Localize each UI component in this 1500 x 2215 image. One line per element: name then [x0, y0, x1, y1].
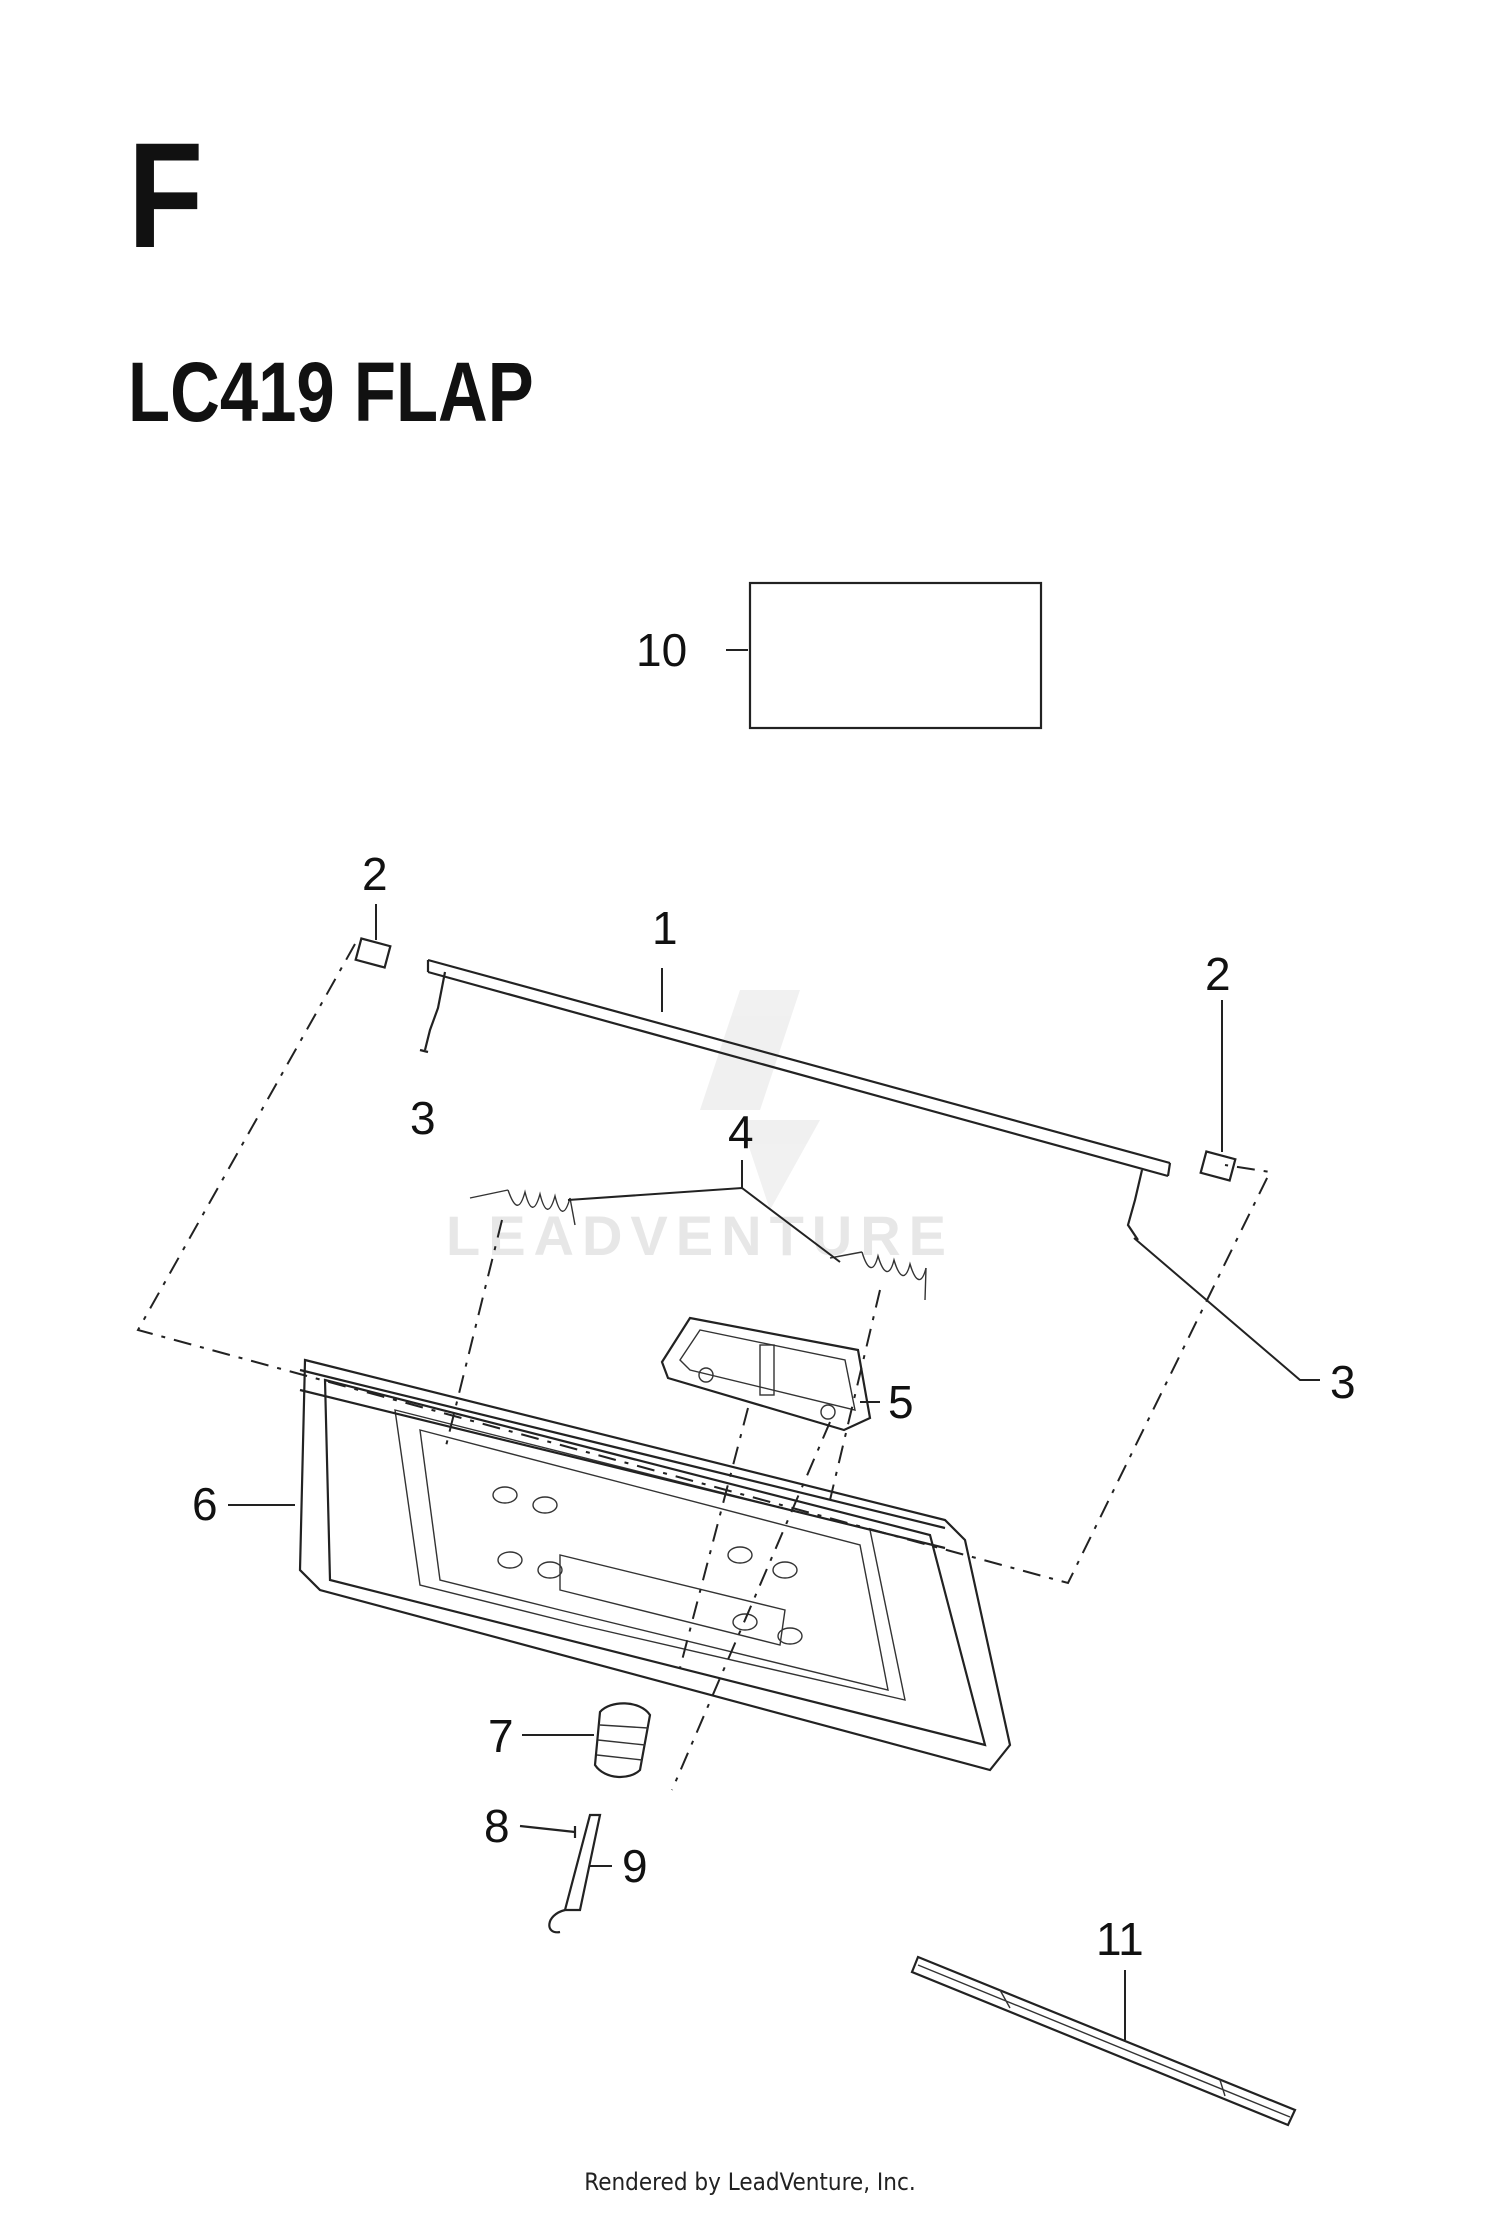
callout-11: 11 [1096, 1913, 1144, 1965]
callout-2-right: 2 [1205, 948, 1231, 1000]
callout-1: 1 [652, 902, 678, 954]
part-5-handle [660, 1316, 872, 1432]
assembly-line-handle-left [679, 1407, 749, 1669]
footer-credit: Rendered by LeadVenture, Inc. [584, 2168, 916, 2196]
part-9-latch [548, 1813, 602, 1934]
callout-10: 10 [636, 624, 687, 676]
callout-8: 8 [484, 1800, 510, 1852]
part-7-coil-spring [593, 1702, 652, 1778]
part-6-flap [298, 1358, 1012, 1772]
part-3-pin-right [1126, 1169, 1144, 1241]
part-4-spring-right [829, 1251, 927, 1301]
diagram-title: LC419 FLAP [128, 345, 534, 439]
flap-bosses [492, 1486, 803, 1645]
part-10-label-box [748, 581, 1043, 730]
part-3-pin-left [419, 971, 447, 1054]
leader-3-right [1133, 1237, 1320, 1381]
part-4-spring-left [469, 1189, 576, 1226]
callout-3-right: 3 [1330, 1356, 1356, 1408]
watermark-text: LEADVENTURE [446, 1204, 954, 1267]
section-letter: F [128, 111, 204, 279]
part-2-bushing-right [1199, 1150, 1237, 1182]
callout-2-left: 2 [362, 848, 388, 900]
part-2-bushing-left [354, 937, 392, 969]
part-1-shaft [426, 958, 1172, 1178]
watermark-logo [700, 990, 820, 1210]
callout-3-left: 3 [410, 1092, 436, 1144]
assembly-outline [136, 943, 1272, 1585]
callout-5: 5 [888, 1376, 914, 1428]
callout-9: 9 [622, 1840, 648, 1892]
callout-4: 4 [728, 1106, 754, 1158]
part-8-pin [519, 1824, 577, 1838]
callout-6: 6 [192, 1478, 218, 1530]
assembly-line-spring-right [829, 1289, 881, 1501]
part-11-strip [910, 1955, 1297, 2127]
callout-7: 7 [488, 1710, 514, 1762]
assembly-line-handle-right [671, 1421, 831, 1791]
